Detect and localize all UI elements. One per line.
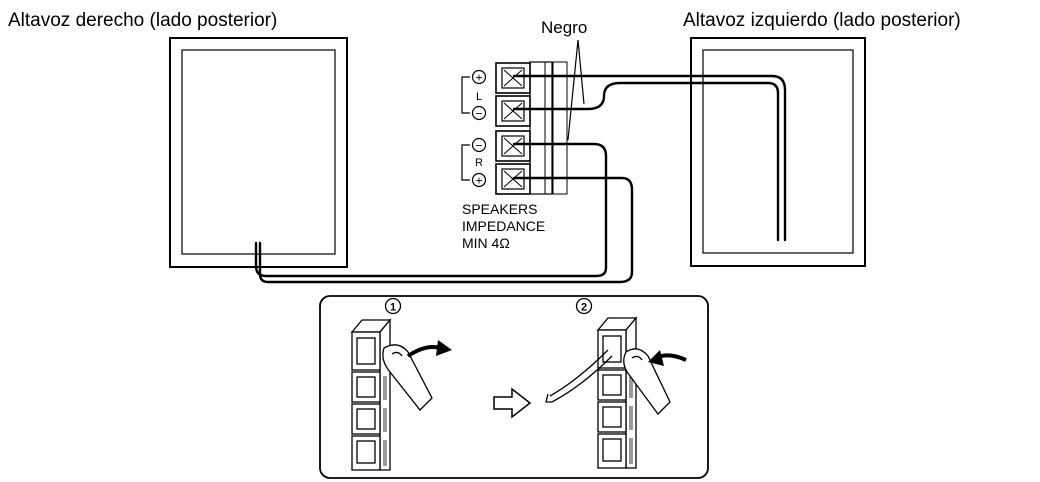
channel-l-markings: + L − <box>461 69 487 121</box>
step-1: 1 <box>350 297 452 471</box>
terminal-strip-2 <box>596 316 638 469</box>
hollow-right-arrow-icon <box>493 387 532 419</box>
speaker-wires <box>254 74 787 284</box>
plus-symbol <box>471 172 487 188</box>
instruction-panel: 1 <box>319 295 709 479</box>
terminal-r-minus <box>495 130 531 162</box>
plus-symbol <box>471 69 487 85</box>
step-1-number: 1 <box>390 302 396 314</box>
plus-sign-r: + <box>475 174 482 188</box>
spec-line-min: MIN 4Ω <box>462 235 510 251</box>
wire-l-minus <box>512 81 780 242</box>
left-speaker-label: Altavoz izquierdo (lado posterior) <box>683 10 961 31</box>
wire-r-minus <box>254 142 608 278</box>
right-speaker <box>169 37 348 268</box>
channel-r-markings: − R + <box>461 137 487 188</box>
terminal-l-plus <box>495 62 531 94</box>
curved-arrow-right-head <box>436 340 452 356</box>
minus-sign-l: − <box>475 107 482 121</box>
wire-r-plus <box>258 176 634 284</box>
channel-l-label: L <box>476 91 482 103</box>
terminal-l-minus <box>495 95 531 127</box>
black-wire-leaders <box>567 39 585 141</box>
terminal-spec-label: SPEAKERS IMPEDANCE MIN 4Ω <box>462 201 545 251</box>
plus-sign-l: + <box>475 71 482 85</box>
finger-2 <box>623 348 671 415</box>
terminal-strip-1 <box>350 318 392 471</box>
finger-1 <box>382 344 433 411</box>
speaker-terminal-block <box>495 61 568 195</box>
step-2-number: 2 <box>581 302 587 314</box>
spec-line-speakers: SPEAKERS <box>462 201 537 217</box>
curved-arrow-left-head <box>648 350 664 366</box>
step-2: 2 <box>545 297 687 469</box>
minus-symbol <box>471 137 487 153</box>
spec-line-impedance: IMPEDANCE <box>462 218 545 234</box>
black-wire-label: Negro <box>541 18 587 37</box>
right-speaker-label: Altavoz derecho (lado posterior) <box>8 10 277 31</box>
minus-sign-r: − <box>475 139 482 153</box>
channel-r-label: R <box>475 157 483 169</box>
wire-l-plus <box>512 74 787 242</box>
minus-symbol <box>471 105 487 121</box>
inserted-wire <box>545 349 613 403</box>
